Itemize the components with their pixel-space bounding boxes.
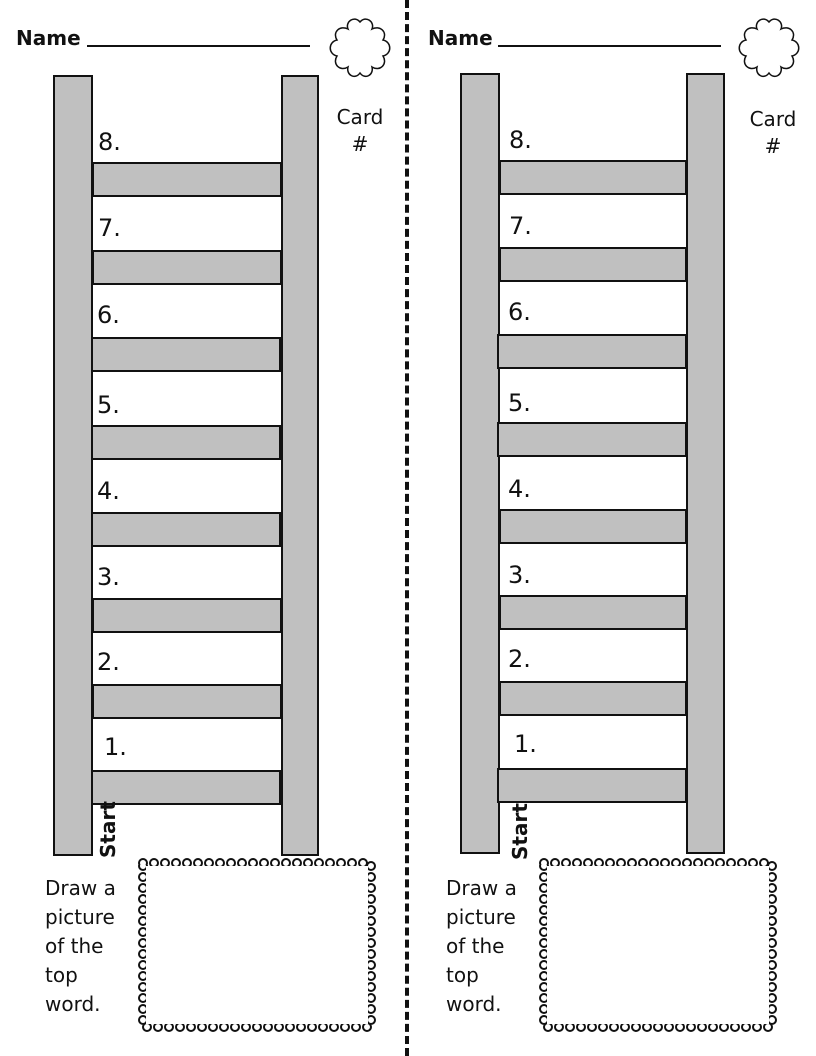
- scalloped-frame-icon[interactable]: [534, 853, 782, 1037]
- draw-instruction: Draw a picture of the top word.: [446, 876, 517, 1016]
- ladder-rung: [499, 160, 687, 195]
- ladder-card-left: Name Card # 8. 7. 6. 5. 4. 3. 2. 1. Star…: [16, 18, 395, 1037]
- ladder-rung: [499, 247, 687, 282]
- ladder-rung: [91, 337, 281, 372]
- start-label: Start: [508, 803, 532, 860]
- ladder-rung: [499, 595, 687, 630]
- ladder-rung: [497, 422, 687, 457]
- step-number-5: 5.: [508, 389, 531, 417]
- draw-instruction: Draw a picture of the top word.: [45, 876, 116, 1016]
- step-number-7: 7.: [509, 212, 532, 240]
- card-hash: #: [764, 134, 782, 158]
- scalloped-frame-icon[interactable]: [133, 853, 381, 1037]
- step-number-2: 2.: [508, 645, 531, 673]
- ladder-right-rail: [686, 73, 725, 854]
- step-number-1: 1.: [104, 733, 127, 761]
- card-label: Card: [336, 105, 384, 129]
- card-number-label: Card #: [325, 104, 395, 158]
- cut-line-divider: [405, 0, 409, 1056]
- card-label: Card: [749, 107, 797, 131]
- ladder-rung: [92, 598, 282, 633]
- step-number-6: 6.: [97, 301, 120, 329]
- ladder-rung: [497, 768, 687, 803]
- start-label: Start: [96, 801, 120, 858]
- ladder-rung: [92, 250, 282, 285]
- ladder-card-right: Name Card # 8. 7. 6. 5. 4. 3. 2. 1. Star…: [408, 0, 816, 1056]
- ladder-left-rail: [53, 75, 93, 856]
- ladder-rung: [91, 425, 281, 460]
- step-number-4: 4.: [97, 477, 120, 505]
- flower-badge-icon: [738, 18, 800, 78]
- step-number-3: 3.: [508, 561, 531, 589]
- ladder-rung: [92, 684, 282, 719]
- ladder-rung: [91, 770, 281, 805]
- flower-badge-icon: [329, 18, 391, 78]
- ladder-right-rail: [281, 75, 319, 856]
- name-field-line[interactable]: [498, 45, 721, 47]
- name-label: Name: [16, 26, 81, 50]
- step-number-3: 3.: [97, 563, 120, 591]
- name-label: Name: [428, 26, 493, 50]
- name-field-line[interactable]: [87, 45, 310, 47]
- ladder-rung: [497, 334, 687, 369]
- ladder-rung: [499, 681, 687, 716]
- step-number-6: 6.: [508, 298, 531, 326]
- ladder-rung: [91, 512, 281, 547]
- step-number-8: 8.: [509, 126, 532, 154]
- ladder-rung: [499, 509, 687, 544]
- ladder-rung: [92, 162, 282, 197]
- step-number-7: 7.: [98, 214, 121, 242]
- step-number-4: 4.: [508, 475, 531, 503]
- ladder-left-rail: [460, 73, 500, 854]
- card-hash: #: [351, 132, 369, 156]
- step-number-1: 1.: [514, 730, 537, 758]
- step-number-5: 5.: [97, 391, 120, 419]
- step-number-8: 8.: [98, 128, 121, 156]
- step-number-2: 2.: [97, 648, 120, 676]
- card-number-label: Card #: [738, 106, 808, 160]
